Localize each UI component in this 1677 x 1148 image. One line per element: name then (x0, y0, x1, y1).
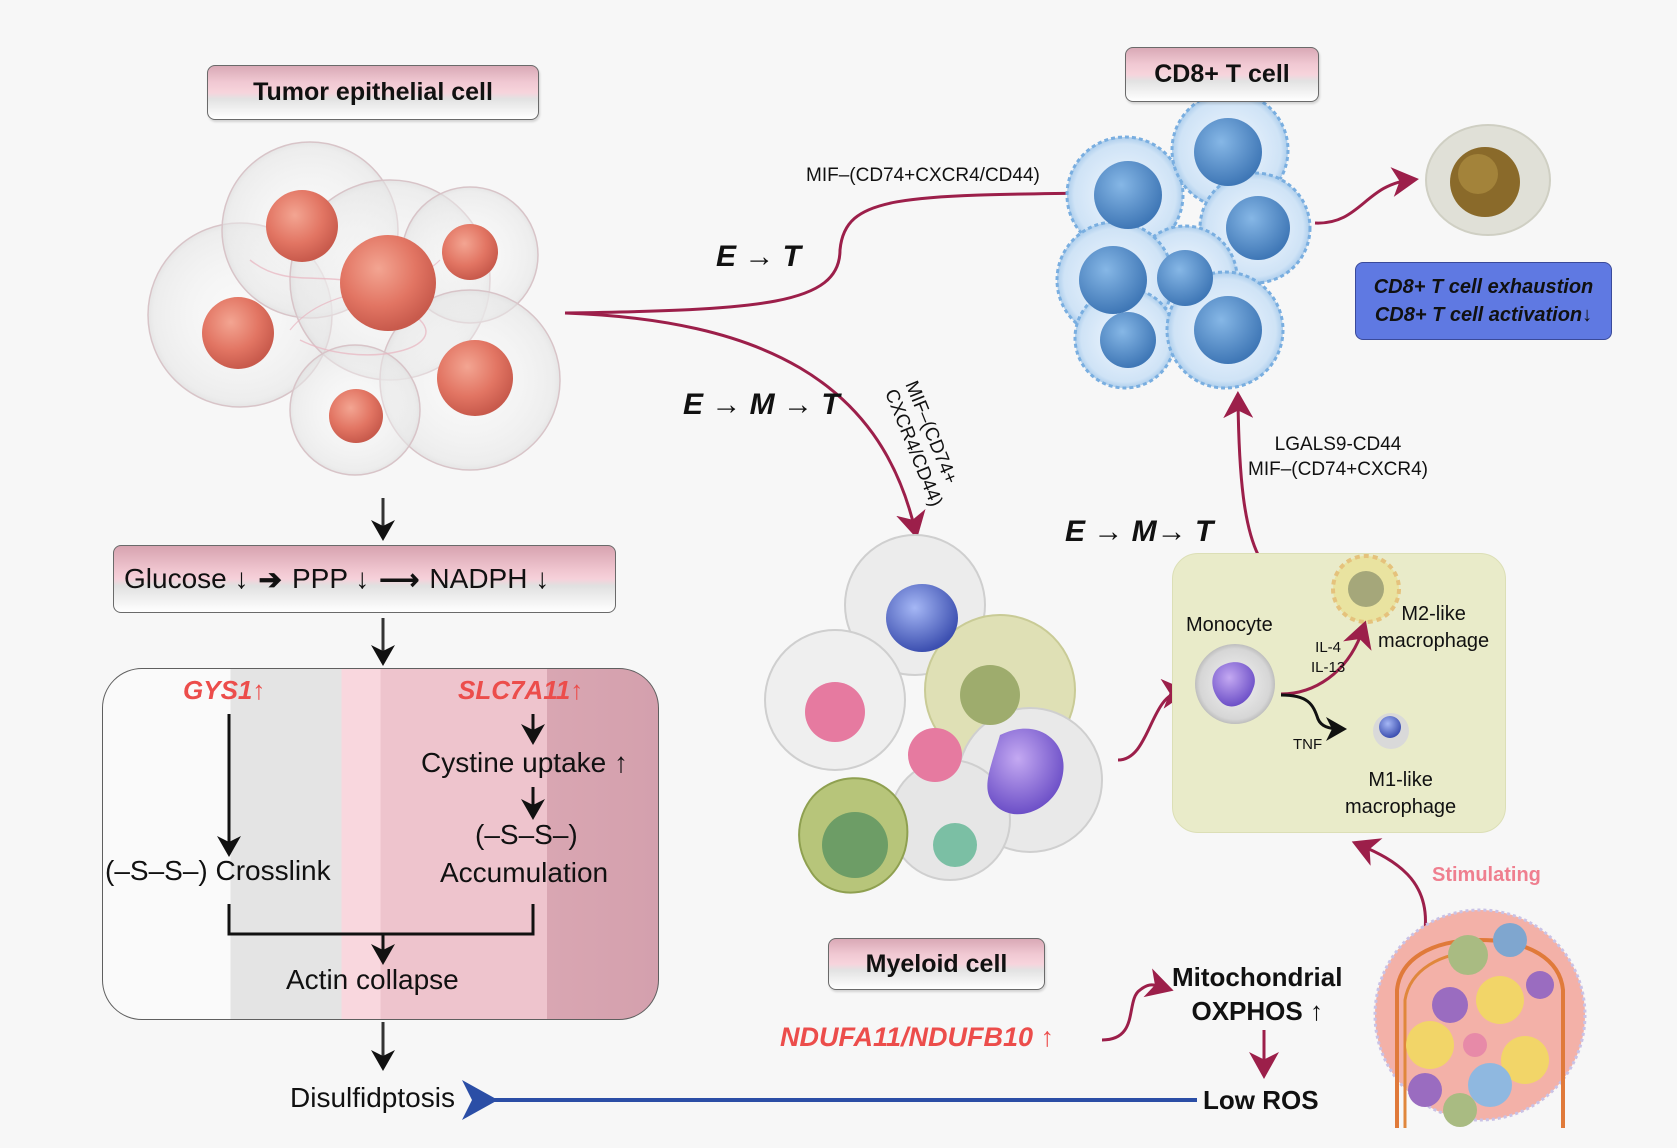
macrophage-graphics (1195, 554, 1409, 749)
tumor-epithelial-cell-label: Tumor epithelial cell (207, 65, 539, 120)
il4-il13-label: IL-4 IL-13 (1311, 639, 1346, 676)
myeloid-cell-cluster-illustration (764, 534, 1103, 894)
cd8-t-cell-cluster-illustration (1055, 90, 1312, 390)
glucose-ppp-nadph-pathway: Glucose ↓ ➔ PPP ↓ ⟶ NADPH ↓ (113, 545, 616, 613)
long-arrow-right-icon: ⟶ (379, 563, 420, 595)
route-e-to-m-to-t-upper: E → M → T (683, 388, 840, 421)
myeloid-cell-label: Myeloid cell (828, 938, 1045, 990)
stimulating-label: Stimulating (1432, 864, 1541, 886)
glucose-label: Glucose ↓ (124, 563, 249, 594)
t-cell-activation-text: CD8+ T cell activation↓ (1374, 304, 1593, 326)
nadph-label: NADPH ↓ (429, 563, 550, 594)
exhausted-t-cell-illustration (1425, 124, 1551, 236)
t-cell-effects-box: CD8+ T cell exhaustion CD8+ T cell activ… (1355, 262, 1612, 340)
arrow-stimulating-to-panel (1351, 838, 1427, 931)
disulfidptosis-mechanism-panel: GYS1↑ SLC7A11↑ Cystine uptake ↑ (–S–S–) … (102, 668, 659, 1020)
low-ros-label: Low ROS (1203, 1085, 1319, 1115)
route-e-to-t: E → T (716, 240, 802, 273)
mechanism-arrows (217, 714, 545, 965)
disulfidptosis-label: Disulfidptosis (290, 1082, 455, 1113)
arrow-to-exhausted-cell (1314, 167, 1419, 225)
arrow-e-to-m (564, 311, 926, 539)
mif-interaction-label-top: MIF–(CD74+CXCR4/CD44) (806, 165, 1040, 186)
gys1-gene: GYS1↑ (183, 675, 266, 705)
monocyte-label: Monocyte (1186, 614, 1273, 636)
tnf-label: TNF (1293, 736, 1323, 753)
cd8-t-cell-label: CD8+ T cell (1125, 47, 1319, 102)
tumor-microenvironment-illustration (1373, 908, 1587, 1128)
macrophage-differentiation-panel: Monocyte M2-like macrophage IL-4 IL-13 T… (1172, 553, 1506, 833)
actin-collapse-label: Actin collapse (286, 964, 459, 995)
disulfide-bond-label: (–S–S–) (475, 819, 578, 850)
mitochondrial-oxphos-label: Mitochondrial OXPHOS ↑ (1172, 962, 1343, 1026)
route-e-to-m-to-t-lower: E → M→ T (1065, 515, 1214, 548)
arrow-right-icon: ➔ (258, 563, 282, 595)
accumulation-label: Accumulation (440, 857, 609, 888)
arrow-genes-to-oxphos (1101, 968, 1174, 1042)
lgals9-mif-interaction-label: LGALS9-CD44 MIF–(CD74+CXCR4) (1248, 434, 1429, 480)
ndufa-ndufb-genes: NDUFA11/NDUFB10 ↑ (780, 1022, 1055, 1052)
arrow-e-to-t (564, 178, 1119, 315)
arrow-myeloid-to-monocyte (1117, 678, 1189, 762)
cystine-uptake-label: Cystine uptake ↑ (421, 747, 628, 778)
tumor-cell-cluster-illustration (147, 141, 561, 476)
ppp-label: PPP ↓ (291, 563, 370, 594)
slc7a11-gene: SLC7A11↑ (458, 675, 584, 705)
m2-macrophage-label: M2-like macrophage (1378, 603, 1490, 652)
crosslink-label: (–S–S–) Crosslink (105, 855, 331, 886)
t-cell-exhaustion-text: CD8+ T cell exhaustion (1373, 276, 1594, 298)
m1-macrophage-label: M1-like macrophage (1345, 769, 1457, 818)
